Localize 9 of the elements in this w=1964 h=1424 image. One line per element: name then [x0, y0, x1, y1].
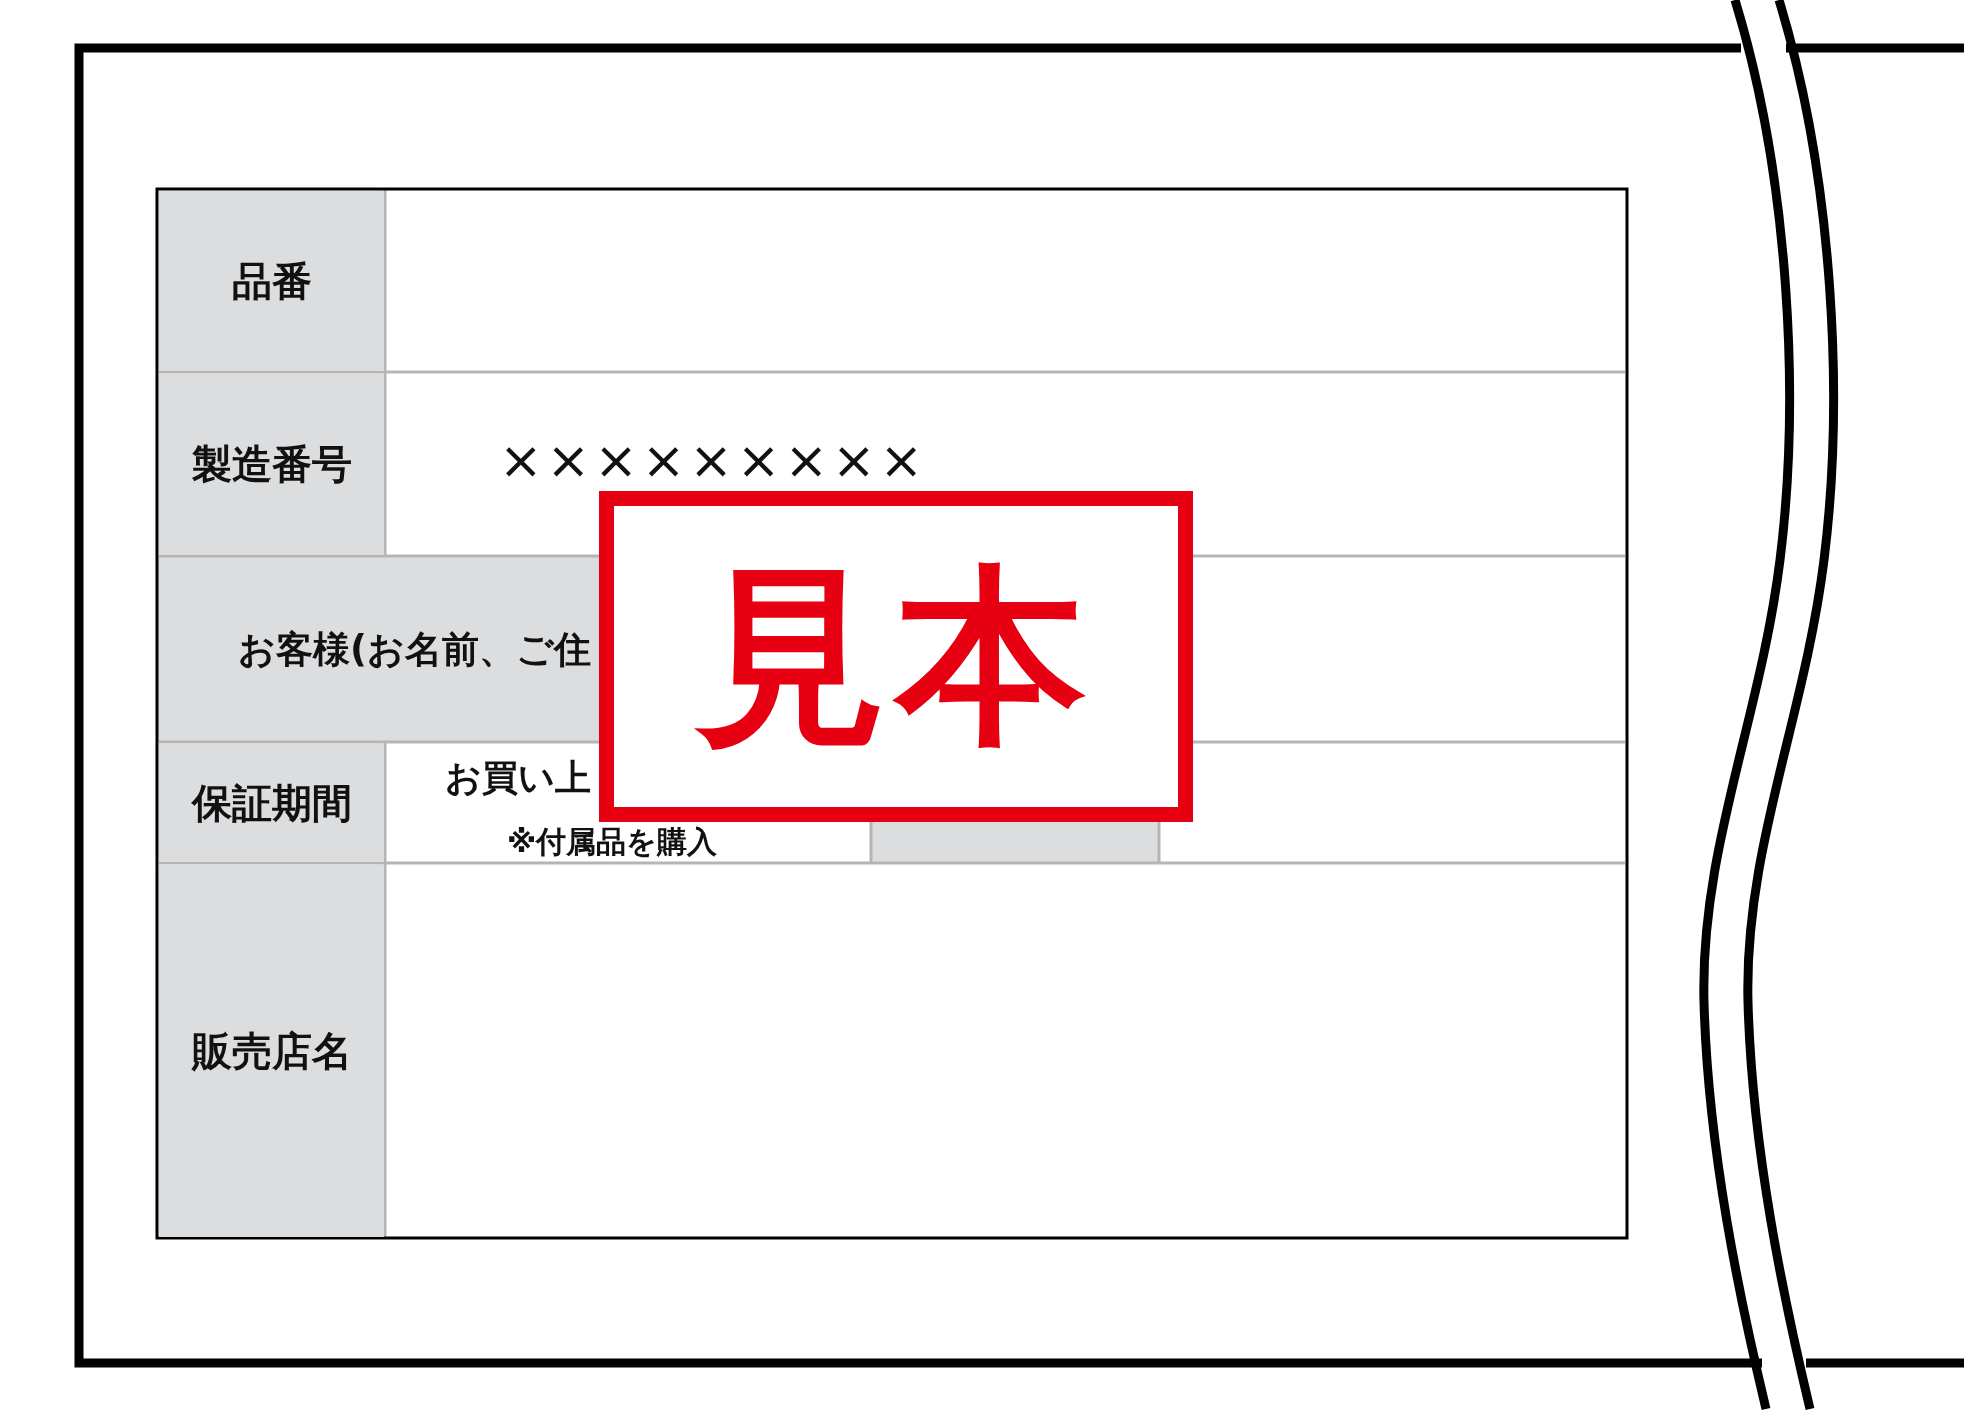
- header-cell: 保証期間: [159, 744, 384, 862]
- header-cell: 品番: [159, 191, 384, 371]
- stamp-text: 見本: [696, 561, 1096, 752]
- serial-number: ×××××××××: [499, 434, 928, 486]
- header-cell: 製造番号: [159, 374, 384, 555]
- header-cell: 販売店名: [159, 865, 384, 1237]
- field-label: お客様(お名前、ご住: [238, 630, 591, 668]
- note-text: ※付属品を購入: [507, 827, 718, 857]
- field-text: お買い上: [445, 760, 591, 796]
